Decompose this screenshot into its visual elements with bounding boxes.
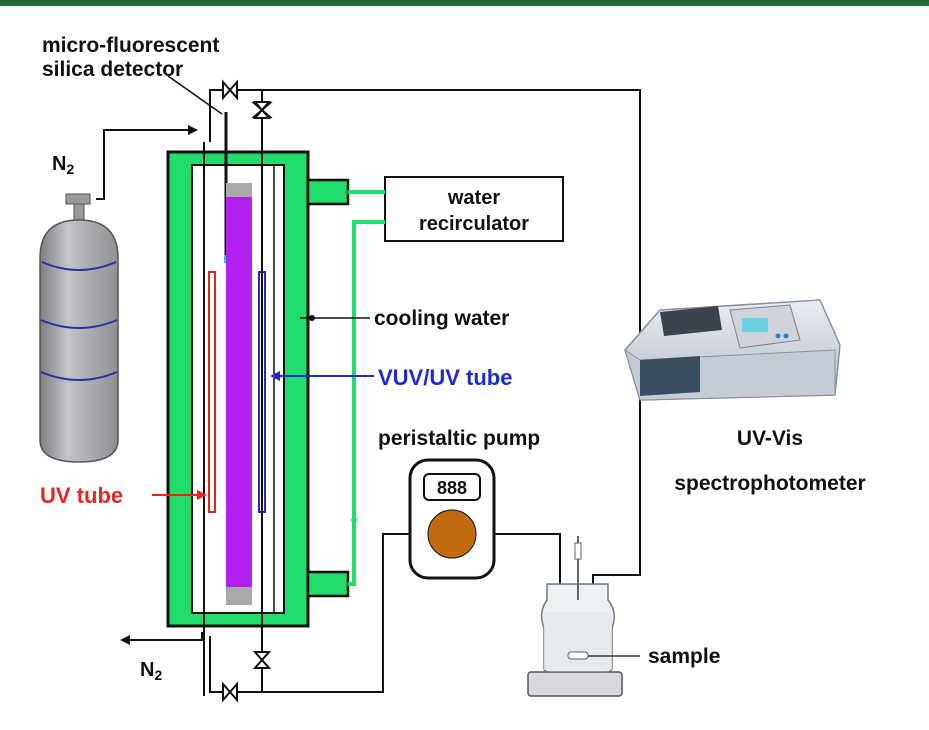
top-pipe bbox=[209, 89, 641, 395]
n2-cylinder bbox=[39, 193, 119, 463]
bottom-pipe bbox=[209, 533, 410, 693]
peristaltic-pump: 888 bbox=[408, 458, 496, 580]
n2-in-label: N2 bbox=[52, 153, 74, 177]
detector-leader bbox=[167, 75, 223, 115]
vuv-lamp-bottom-cap bbox=[226, 587, 252, 605]
water-recirculator: water recirculator bbox=[384, 176, 564, 242]
sample-label: sample bbox=[648, 645, 720, 668]
sample-beaker bbox=[527, 536, 623, 697]
valve-top-vertical[interactable] bbox=[251, 101, 273, 119]
detector-label-line1: micro-fluorescent bbox=[42, 34, 219, 57]
valve-bottom-vertical[interactable] bbox=[252, 651, 272, 669]
detector-label-line2: silica detector bbox=[42, 58, 183, 81]
water-recirculator-label-line1: water bbox=[447, 187, 500, 209]
valve-top-horizontal[interactable] bbox=[222, 79, 238, 101]
vuv-uv-label: VUV/UV tube bbox=[378, 365, 512, 390]
valve-bottom-horizontal[interactable] bbox=[222, 681, 238, 703]
n2-inlet-line bbox=[96, 125, 198, 200]
uvvis-label-line1: UV-Vis bbox=[737, 427, 803, 450]
vuv-lamp-top-cap bbox=[226, 183, 252, 197]
uvvis-label-line2: spectrophotometer bbox=[674, 472, 865, 495]
n2-out-label: N2 bbox=[140, 659, 162, 683]
peristaltic-pump-label: peristaltic pump bbox=[378, 427, 540, 450]
pump-rotor bbox=[427, 509, 477, 559]
uvvis-spectrophotometer bbox=[624, 299, 841, 401]
water-recirculator-label-line2: recirculator bbox=[419, 213, 529, 235]
uv-tube-label: UV tube bbox=[40, 483, 123, 508]
pump-display: 888 bbox=[437, 478, 467, 498]
cooling-water-label: cooling water bbox=[374, 307, 509, 330]
top-bar bbox=[0, 0, 929, 6]
water-line-return bbox=[348, 220, 385, 586]
n2-outlet-line bbox=[120, 632, 203, 645]
uv-tube-red bbox=[208, 271, 216, 513]
reactor bbox=[166, 112, 350, 696]
vuv-lamp bbox=[226, 197, 252, 587]
